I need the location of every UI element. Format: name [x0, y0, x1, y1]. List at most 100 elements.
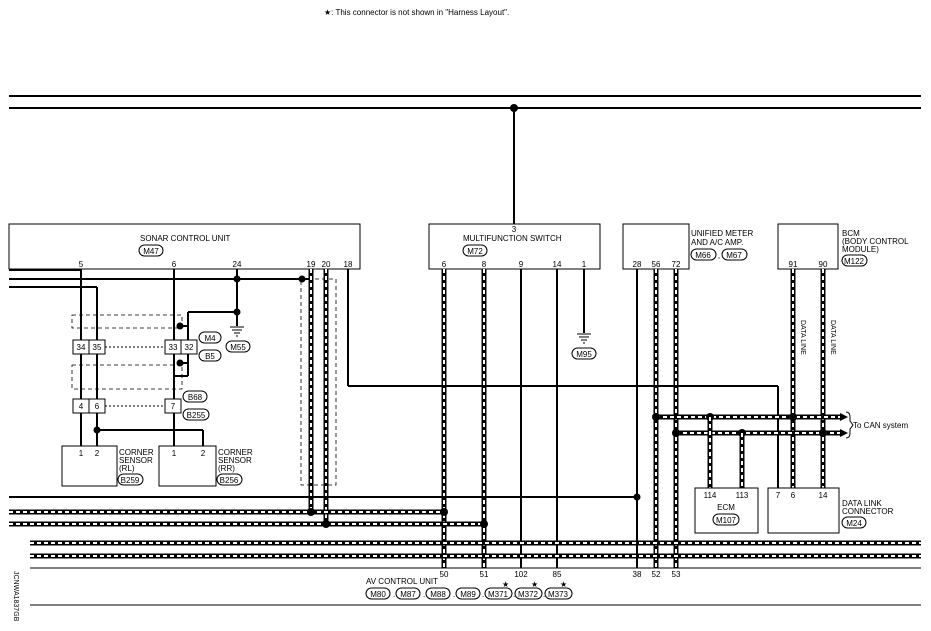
ground-m95: M95 — [571, 333, 597, 360]
diagram-code: JCNWA1837GB — [12, 571, 19, 622]
svg-text:M47: M47 — [143, 247, 159, 256]
bcm-data-lines: DATA LINE DATA LINE — [790, 269, 836, 488]
svg-text:M66: M66 — [695, 251, 711, 260]
svg-text:M373: M373 — [548, 590, 569, 599]
data-line-label: DATA LINE — [829, 320, 836, 355]
svg-text:B68: B68 — [188, 393, 203, 402]
svg-text:.: . — [453, 590, 455, 599]
can-bus: To CAN system — [652, 411, 908, 439]
svg-text:(BODY CONTROL: (BODY CONTROL — [842, 237, 909, 246]
svg-text:6: 6 — [791, 491, 796, 500]
sonar-pin: 20 — [322, 260, 331, 269]
svg-text:.: . — [513, 590, 515, 599]
svg-text:M24: M24 — [846, 519, 862, 528]
svg-text:BCM: BCM — [842, 229, 860, 238]
mfs-wires — [441, 269, 585, 568]
harness-connector-c4: 7 B68 B255 — [105, 390, 210, 421]
svg-text:M4: M4 — [204, 334, 216, 343]
svg-text:90: 90 — [819, 260, 828, 269]
corner-sensor-rr: 1 2 CORNER SENSOR (RR) B256 — [158, 445, 253, 487]
sonar-shielded-lines — [308, 269, 779, 524]
svg-text:9: 9 — [519, 260, 524, 269]
svg-text:★: ★ — [531, 580, 538, 589]
svg-text:M67: M67 — [726, 251, 742, 260]
svg-text:SENSOR: SENSOR — [218, 456, 252, 465]
svg-text:★: ★ — [560, 580, 567, 589]
multifunction-switch: 3 MULTIFUNCTION SWITCH M72 6 8 9 14 1 — [428, 223, 601, 270]
svg-text:M88: M88 — [430, 590, 446, 599]
sonar-pin: 6 — [172, 260, 177, 269]
svg-text:72: 72 — [672, 260, 681, 269]
ground-m55: M55 — [225, 326, 251, 353]
sonar-to-av-lines — [9, 493, 641, 528]
svg-text:2: 2 — [95, 449, 100, 458]
svg-text:M80: M80 — [370, 590, 386, 599]
can-system-label: To CAN system — [853, 421, 908, 430]
svg-text:1: 1 — [79, 449, 84, 458]
svg-text:ECM: ECM — [717, 503, 735, 512]
svg-text:85: 85 — [553, 570, 562, 579]
svg-text:M122: M122 — [844, 257, 865, 266]
svg-text:56: 56 — [652, 260, 661, 269]
svg-text:28: 28 — [633, 260, 642, 269]
svg-text:MODULE): MODULE) — [842, 245, 879, 254]
svg-text:CORNER: CORNER — [218, 448, 253, 457]
svg-text:M72: M72 — [467, 247, 483, 256]
sonar-pin: 18 — [344, 260, 353, 269]
top-bus — [9, 95, 921, 224]
svg-text:34: 34 — [77, 343, 86, 352]
data-line-label: DATA LINE — [799, 320, 806, 355]
svg-text:AND A/C AMP.: AND A/C AMP. — [691, 238, 743, 247]
svg-text:M89: M89 — [460, 590, 476, 599]
sonar-unit-connector: M47 — [138, 244, 164, 257]
svg-text:MULTIFUNCTION SWITCH: MULTIFUNCTION SWITCH — [463, 234, 562, 243]
harness-layout-note: ★: This connector is not shown in "Harne… — [324, 8, 509, 17]
svg-text:M55: M55 — [230, 343, 246, 352]
svg-text:SENSOR: SENSOR — [119, 456, 153, 465]
svg-text:M95: M95 — [576, 350, 592, 359]
svg-text:33: 33 — [169, 343, 178, 352]
svg-text:2: 2 — [201, 449, 206, 458]
svg-text:6: 6 — [442, 260, 447, 269]
svg-text:CONNECTOR: CONNECTOR — [842, 507, 894, 516]
svg-text:.: . — [482, 590, 484, 599]
svg-text:53: 53 — [672, 570, 681, 579]
svg-text:(RR): (RR) — [218, 464, 235, 473]
svg-text:UNIFIED METER: UNIFIED METER — [691, 229, 753, 238]
svg-text:M87: M87 — [400, 590, 416, 599]
sonar-mid-wires — [80, 354, 189, 399]
sonar-pin: 5 — [79, 260, 84, 269]
corner-sensor-rl: 1 2 CORNER SENSOR (RL) B259 — [61, 445, 154, 487]
svg-text:B5: B5 — [205, 352, 215, 361]
data-link-connector: 7 6 14 DATA LINK CONNECTOR M24 — [767, 487, 894, 534]
svg-text:(RL): (RL) — [119, 464, 135, 473]
svg-text:91: 91 — [789, 260, 798, 269]
sonar-pin: 19 — [307, 260, 316, 269]
harness-connector-c3: 4 6 — [72, 398, 106, 414]
svg-text:14: 14 — [553, 260, 562, 269]
lower-buses — [30, 540, 921, 606]
svg-text:8: 8 — [482, 260, 487, 269]
svg-text:DATA LINK: DATA LINK — [842, 499, 882, 508]
svg-text:.: . — [543, 590, 545, 599]
sonar-control-unit: SONAR CONTROL UNIT M47 5 6 24 19 20 18 — [8, 223, 361, 270]
svg-text:M372: M372 — [518, 590, 539, 599]
av-control-unit: 50 51 102 85 38 52 53 AV CONTROL UNIT M8… — [365, 570, 681, 600]
svg-text:.: . — [393, 590, 395, 599]
harness-connector-c2: 33 32 M4 B5 — [105, 331, 222, 362]
svg-text:102: 102 — [514, 570, 528, 579]
svg-text:7: 7 — [776, 491, 781, 500]
svg-text:38: 38 — [633, 570, 642, 579]
sonar-pin: 24 — [233, 260, 242, 269]
svg-text:CORNER: CORNER — [119, 448, 154, 457]
svg-text:7: 7 — [171, 402, 176, 411]
corner-sensor-wires — [80, 413, 204, 446]
svg-text:3: 3 — [512, 225, 517, 234]
svg-text:★: ★ — [502, 580, 509, 589]
svg-text:50: 50 — [440, 570, 449, 579]
harness-connector-c1: 34 35 — [72, 339, 106, 355]
svg-text:52: 52 — [652, 570, 661, 579]
svg-text:B256: B256 — [220, 476, 239, 485]
svg-text:114: 114 — [704, 491, 717, 500]
